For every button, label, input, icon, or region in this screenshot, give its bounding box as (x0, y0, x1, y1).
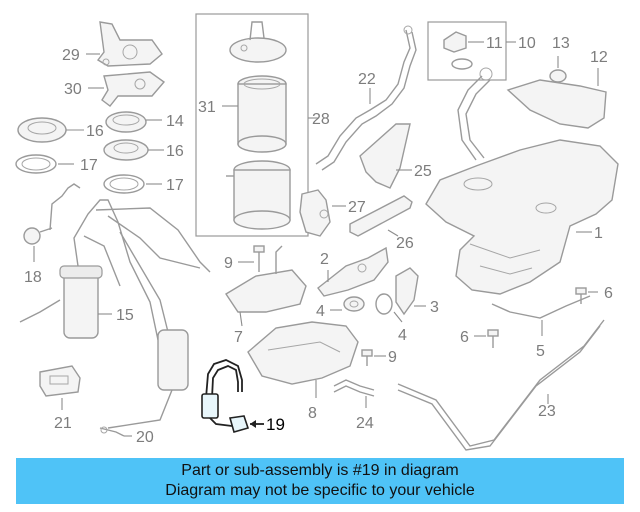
part-20-tube-end (99, 426, 125, 437)
callout-24: 24 (356, 415, 374, 432)
callout-14: 14 (166, 113, 184, 130)
callout-31: 31 (198, 99, 216, 116)
part-28-filter-housing (226, 160, 291, 230)
part-17-seal-right (103, 174, 145, 194)
part-21-connector (39, 365, 81, 397)
part-13-nut (549, 69, 567, 83)
part-31-filter (237, 75, 287, 153)
callout-4a: 4 (316, 303, 325, 320)
callout-20: 20 (136, 429, 154, 446)
part-19-wiring-harness (201, 359, 250, 433)
part-8-underbody-shield (247, 321, 359, 385)
part-28-filter-cap (229, 21, 287, 63)
part-30-bracket (101, 71, 166, 107)
part-14-ring (105, 111, 147, 133)
callout-4b: 4 (398, 327, 407, 344)
leader-19-arrow (250, 420, 256, 428)
callout-15: 15 (116, 307, 134, 324)
part-24-hose (333, 379, 375, 397)
part-17-seal-left (15, 154, 57, 174)
part-4-grommet-right (375, 293, 393, 315)
callout-6a: 6 (604, 285, 613, 302)
callout-10: 10 (518, 35, 536, 52)
callout-13: 13 (552, 35, 570, 52)
part-18-float (23, 183, 81, 245)
callout-23: 23 (538, 403, 556, 420)
callout-19: 19 (266, 415, 285, 434)
callout-2: 2 (320, 251, 329, 268)
callout-27: 27 (348, 199, 366, 216)
part-info-banner: Part or sub-assembly is #19 in diagram D… (16, 458, 624, 504)
callout-11: 11 (486, 35, 503, 52)
part-4-grommet-left (343, 296, 365, 312)
part-25-shield (359, 123, 411, 189)
part-7-heat-shield (225, 245, 307, 313)
callout-30: 30 (64, 81, 82, 98)
callout-22: 22 (358, 71, 376, 88)
part-29-bracket (96, 21, 163, 67)
part-27-bracket (299, 189, 331, 237)
callout-17b: 17 (166, 177, 184, 194)
leader-4b (393, 311, 403, 323)
part-6-bolt-right (575, 287, 587, 304)
callout-17a: 17 (80, 157, 98, 174)
part-1-fuel-tank (425, 67, 619, 295)
part-9-bolt-lower (361, 349, 373, 366)
callout-9b: 9 (388, 349, 397, 366)
callout-18: 18 (24, 269, 42, 286)
leader-7 (239, 311, 243, 327)
part-11-cap (427, 21, 507, 81)
part-22-pipe (315, 25, 417, 171)
part-28-frame (195, 13, 309, 237)
callout-6b: 6 (460, 329, 469, 346)
callout-26: 26 (396, 235, 414, 252)
banner-line-2: Diagram may not be specific to your vehi… (165, 482, 475, 499)
callout-8: 8 (308, 405, 317, 422)
part-15-pump-module (19, 199, 211, 429)
callout-5: 5 (536, 343, 545, 360)
callout-29: 29 (62, 47, 80, 64)
callout-16a: 16 (86, 123, 104, 140)
callout-28: 28 (312, 111, 330, 128)
part-6-bolt-left (487, 329, 499, 348)
callout-7: 7 (234, 329, 243, 346)
part-16-ring-right (103, 139, 149, 161)
callout-9a: 9 (224, 255, 233, 272)
parts-diagram: 29 30 16 16 14 17 17 18 (15, 13, 619, 451)
part-3-clip (395, 267, 419, 316)
part-12-shield (506, 79, 607, 129)
leader-26 (387, 229, 399, 237)
part-23-pipe (397, 319, 605, 451)
callout-16b: 16 (166, 143, 184, 160)
part-16-ring-left (17, 117, 67, 143)
part-2-bracket (317, 246, 389, 297)
callout-25: 25 (414, 163, 432, 180)
callout-3: 3 (430, 299, 439, 316)
callout-1: 1 (594, 225, 603, 242)
part-9-bolt-upper (253, 245, 265, 272)
banner-line-1: Part or sub-assembly is #19 in diagram (181, 462, 459, 479)
callout-21: 21 (54, 415, 72, 432)
part-26-strap (349, 195, 413, 237)
part-5-line (491, 295, 591, 319)
callout-12: 12 (590, 49, 608, 66)
